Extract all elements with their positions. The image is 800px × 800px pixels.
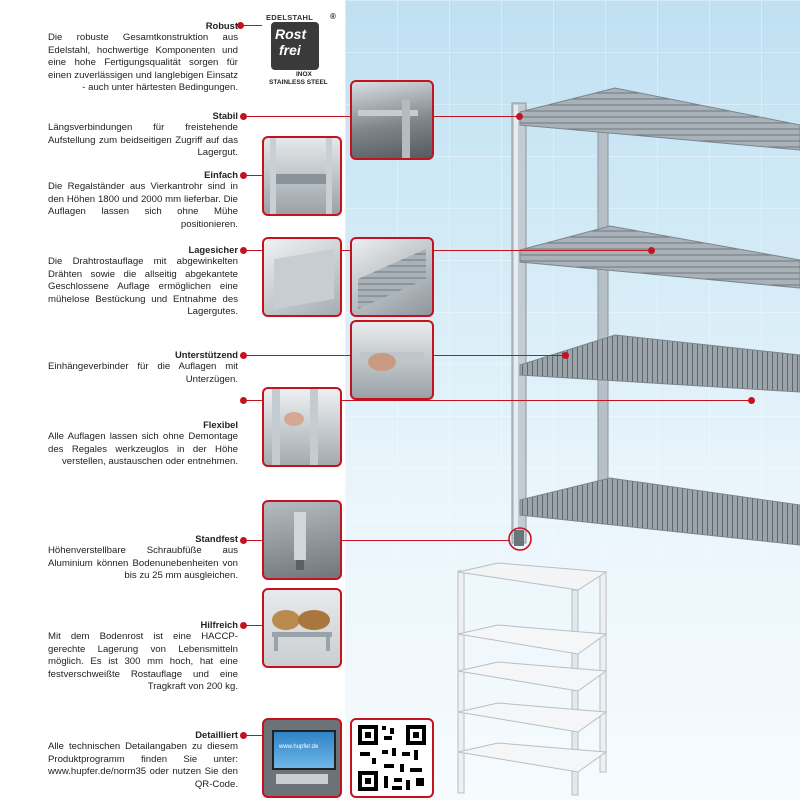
rostfrei-seal-logo: EDELSTAHL ® Rost frei INOX STAINLESS STE… (262, 12, 342, 90)
connector-dot-robust (237, 22, 244, 29)
thumbnail-monitor: www.hupfer.de (262, 718, 342, 798)
section-title-flexibel: Flexibel (203, 419, 238, 430)
connector-dot-einfach (240, 172, 247, 179)
thumbnail-standfest (262, 500, 342, 580)
section-unterstuetzend: Unterstützend Einhängeverbinder für die … (48, 349, 238, 386)
connector-line-detailliert (242, 735, 262, 737)
section-text-detailliert: Alle technischen Detailangaben zu diesem… (48, 741, 238, 790)
connector-line-lagesicher (242, 250, 652, 252)
section-flexibel: Flexibel Alle Auflagen lassen sich ohne … (48, 419, 238, 469)
section-standfest: Standfest Höhenverstellbare Schraubfüße … (48, 533, 238, 583)
thumbnail-flexibel (262, 387, 342, 467)
connector-dot-hilfreich (240, 622, 247, 629)
section-title-standfest: Standfest (195, 533, 238, 544)
connector-dot-lagesicher (240, 247, 247, 254)
seal-stainless-text: STAINLESS STEEL (269, 79, 328, 86)
thumbnail-lagesicher-wire (350, 237, 434, 317)
section-text-stabil: Längsverbindungen für freistehende Aufst… (48, 122, 238, 159)
section-text-lagesicher: Die Drahtrostauflage mit abgewinkelten D… (48, 256, 238, 318)
section-text-hilfreich: Mit dem Bodenrost ist eine HACCP-gerecht… (48, 631, 238, 693)
section-title-detailliert: Detailliert (195, 729, 238, 740)
connector-line-standfest (242, 540, 510, 542)
section-text-einfach: Die Regalständer aus Vierkantrohr sind i… (48, 181, 238, 230)
seal-word-rost: Rost (275, 26, 307, 42)
section-hilfreich: Hilfreich Mit dem Bodenrost ist eine HAC… (48, 619, 238, 693)
section-text-standfest: Höhenverstellbare Schraubfüße aus Alumin… (48, 545, 238, 582)
section-einfach: Einfach Die Regalständer aus Vierkantroh… (48, 169, 238, 231)
connector-dot-standfest (240, 537, 247, 544)
thumbnail-hilfreich (262, 588, 342, 668)
connector-dot-stabil (240, 113, 247, 120)
section-title-robust: Robust (205, 20, 238, 31)
section-stabil: Stabil Längsverbindungen für freistehend… (48, 110, 238, 160)
connector-line-robust (240, 25, 262, 27)
qr-code[interactable] (350, 718, 434, 798)
section-title-unterstuetzend: Unterstützend (174, 349, 238, 360)
connector-dot-unterstuetzend-end (562, 352, 569, 359)
connector-dot-lagesicher-end (648, 247, 655, 254)
monitor-url-text: www.hupfer.de (279, 744, 319, 750)
connector-dot-flexibel (240, 397, 247, 404)
section-text-flexibel: Alle Auflagen lassen sich ohne Demontage… (48, 431, 238, 468)
connector-line-hilfreich (242, 625, 262, 627)
section-title-hilfreich: Hilfreich (200, 619, 238, 630)
seal-dark-box (271, 22, 319, 70)
section-text-robust: Die robuste Gesamtkonstruktion aus Edels… (48, 32, 238, 94)
section-robust: Robust Die robuste Gesamtkonstruktion au… (48, 20, 238, 94)
connector-line-einfach (242, 175, 262, 177)
connector-line-flexibel (242, 400, 752, 402)
keyboard (276, 774, 328, 784)
thumbnail-einfach (262, 136, 342, 216)
section-text-unterstuetzend: Einhängeverbinder für die Auflagen mit U… (48, 361, 238, 385)
seal-inox-text: INOX (296, 71, 312, 78)
section-title-lagesicher: Lagesicher (188, 244, 238, 255)
seal-top-text: EDELSTAHL (266, 13, 314, 22)
section-detailliert: Detailliert Alle technischen Detailangab… (48, 729, 238, 791)
section-lagesicher: Lagesicher Die Drahtrostauflage mit abge… (48, 244, 238, 318)
section-title-einfach: Einfach (204, 169, 238, 180)
connector-dot-detailliert (240, 732, 247, 739)
monitor-screen: www.hupfer.de (272, 730, 336, 770)
connector-dot-stabil-end (516, 113, 523, 120)
thumbnail-lagesicher-closed (262, 237, 342, 317)
seal-registered-mark: ® (330, 12, 336, 21)
thumbnail-stabil (350, 80, 434, 160)
section-title-stabil: Stabil (212, 110, 238, 121)
seal-word-frei: frei (279, 42, 301, 58)
connector-dot-unterstuetzend (240, 352, 247, 359)
connector-dot-flexibel-end (748, 397, 755, 404)
thumbnail-unterstuetzend (350, 320, 434, 400)
